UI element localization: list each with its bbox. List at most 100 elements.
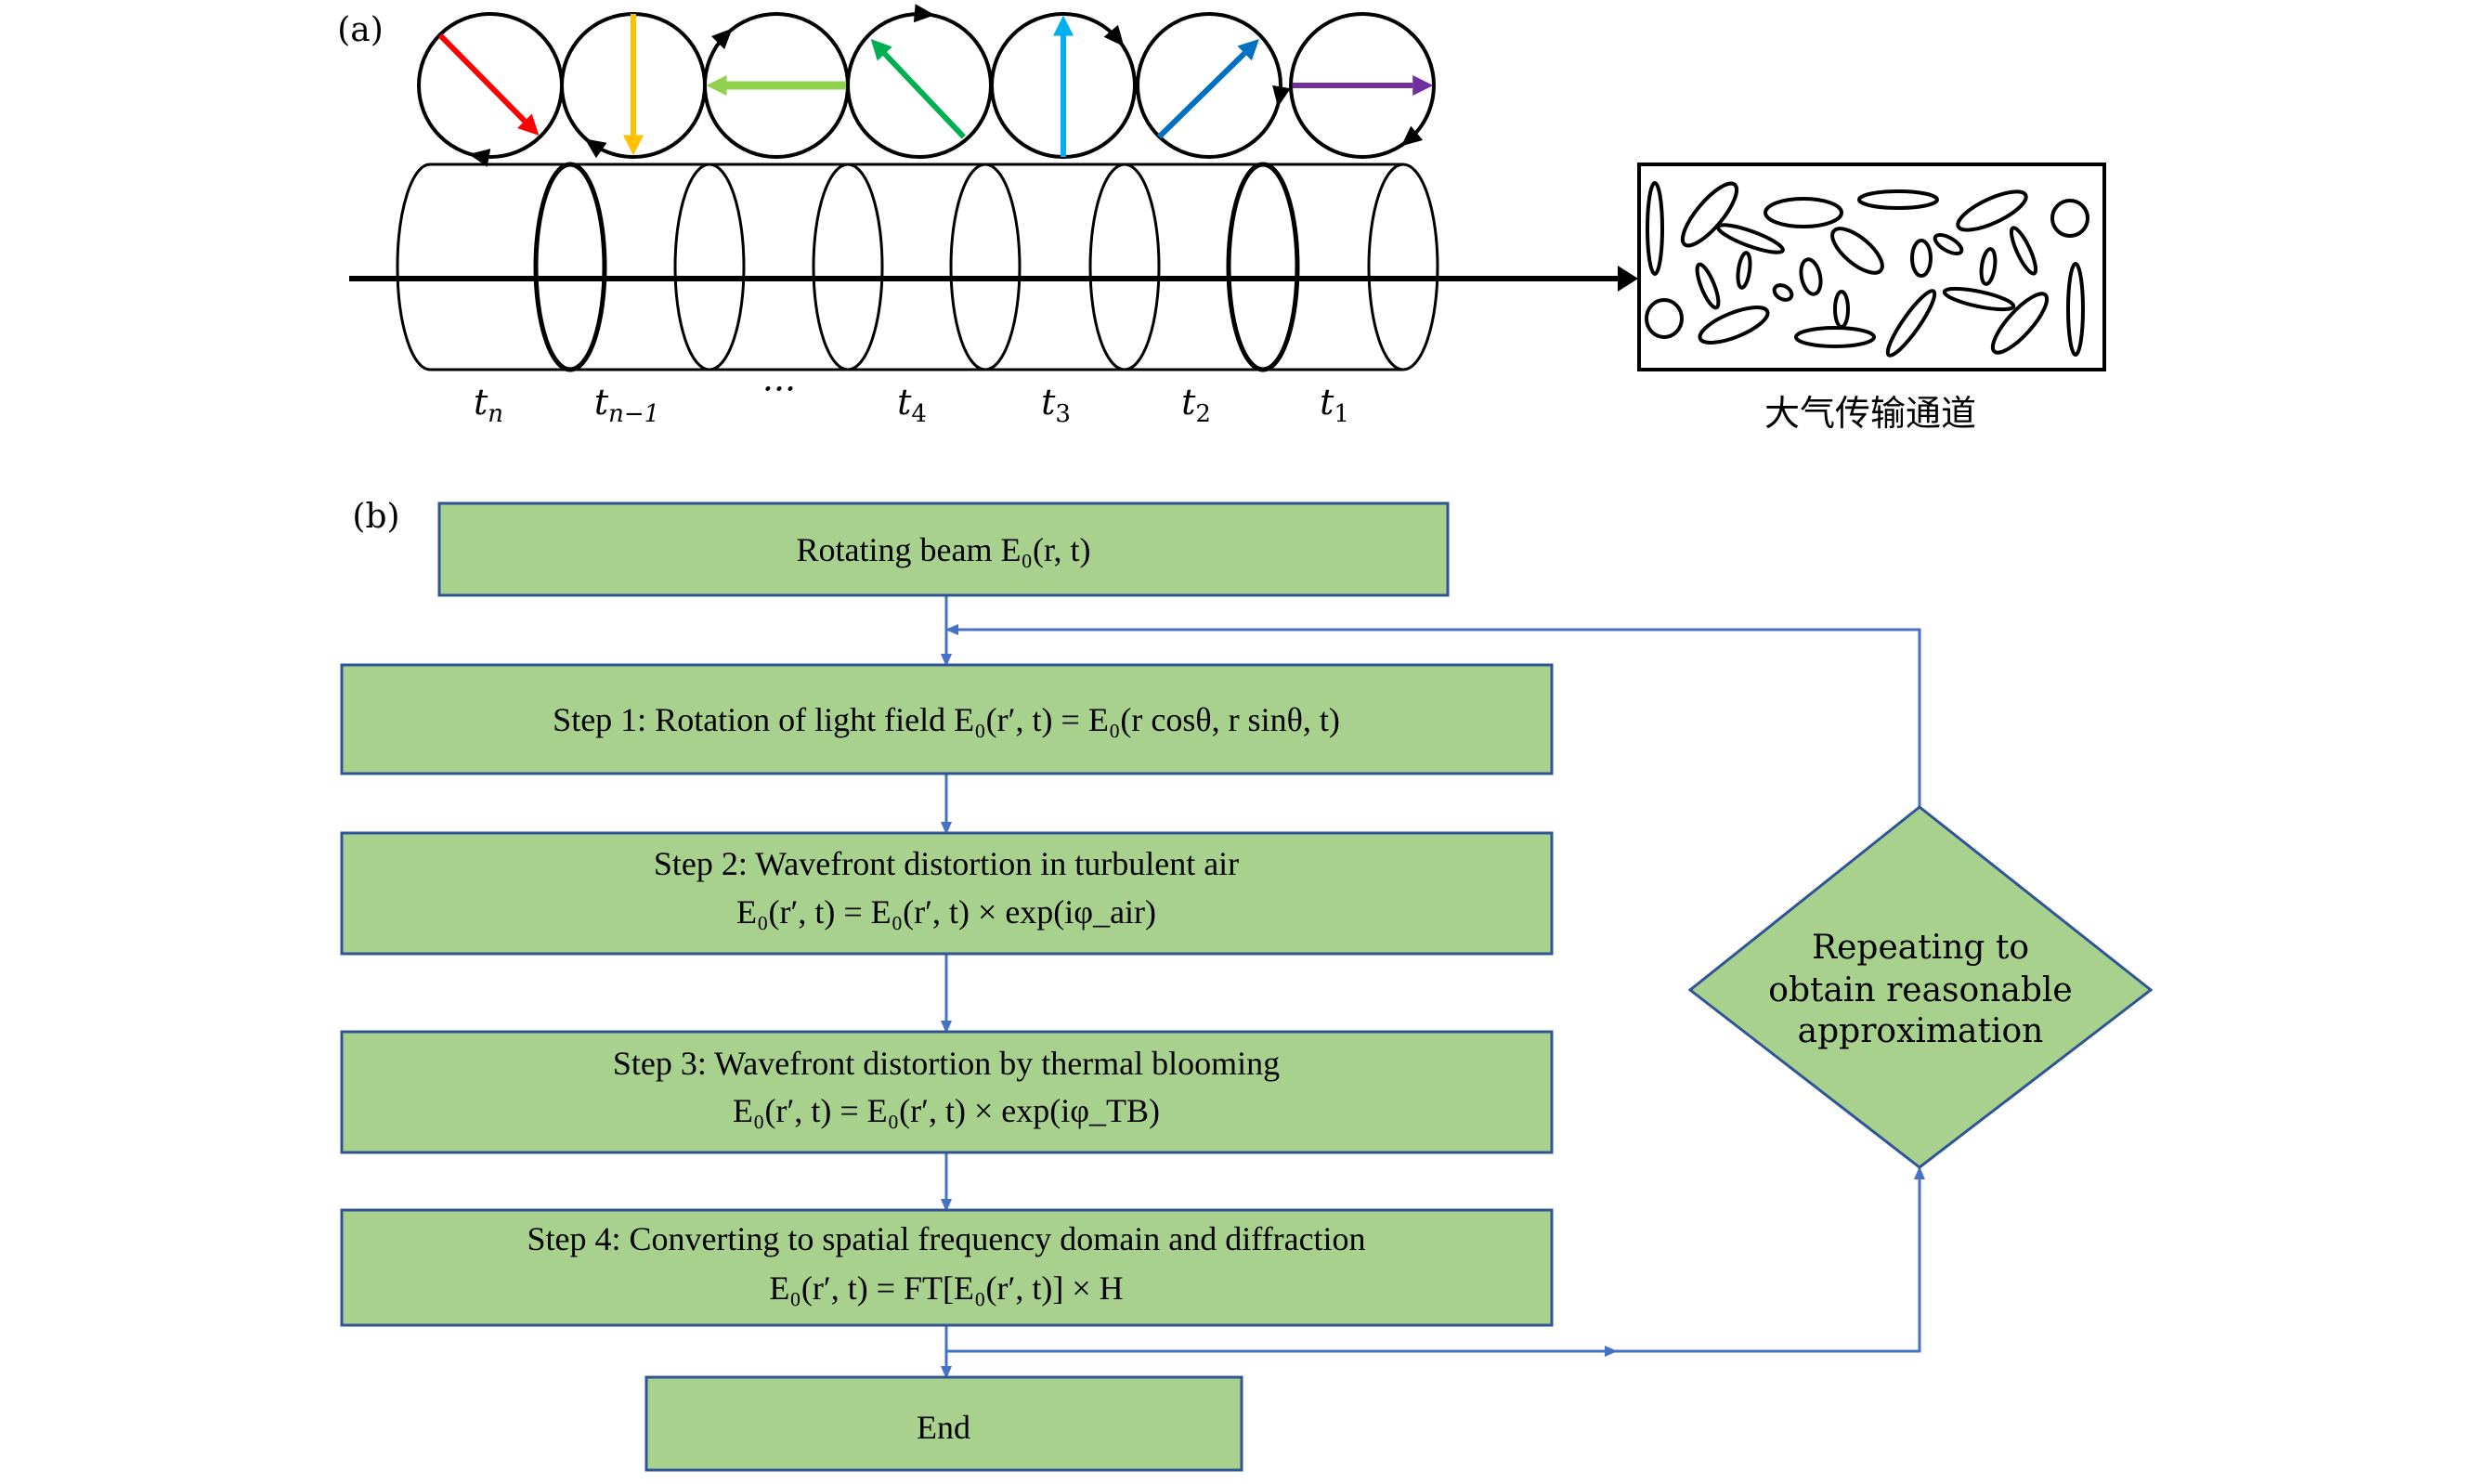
turbulence-eddy	[1956, 189, 2028, 232]
time-label: tn	[474, 382, 503, 428]
step-1-text: Step 1: Rotation of light field E₀(r′, t…	[553, 701, 1340, 738]
turbulence-eddy	[1933, 232, 1964, 256]
step-3-shape	[340, 1030, 1554, 1154]
end-box-shape	[644, 1375, 1243, 1472]
turbulence-eddy	[1885, 289, 1937, 358]
polarization-state-t3	[990, 12, 1137, 159]
step-2-shape	[340, 831, 1554, 956]
turbulence-eddy	[1736, 251, 1752, 290]
cylinder-slice	[812, 163, 884, 371]
polarization-vector-head	[1237, 38, 1259, 61]
polarization-vector-head	[1412, 75, 1434, 96]
time-label: ···	[762, 369, 796, 410]
connector-to-decision-b	[1607, 1166, 1925, 1353]
step-4-formula: E₀(r′, t) = FT[E₀(r′, t)] × H	[769, 1269, 1123, 1307]
time-label: t1	[1320, 382, 1349, 428]
polarization-ring	[846, 12, 993, 159]
turbulence-eddy	[2009, 226, 2038, 276]
decision-line-1: Repeating to	[1812, 929, 2029, 967]
turbulence-eddy	[1830, 227, 1884, 275]
end-box-text: End	[917, 1409, 970, 1446]
panel-b: (b) Rotating beam E₀(r, t) Step 1: Rotat…	[340, 498, 2154, 1472]
polarization-vector	[882, 51, 966, 139]
step-2-title: Step 2: Wavefront distortion in turbulen…	[654, 845, 1239, 882]
turbulence-eddy	[1680, 181, 1739, 248]
rotation-direction-icon	[584, 138, 607, 159]
start-box: Rotating beam E₀(r, t)	[437, 501, 1450, 597]
step-4-box: Step 4: Converting to spatial frequency …	[340, 1208, 1554, 1327]
rotation-direction-icon	[1400, 125, 1424, 147]
polarization-vector-head	[706, 75, 727, 96]
atmosphere-channel	[1637, 163, 2106, 371]
step-3-title: Step 3: Wavefront distortion by thermal …	[613, 1045, 1280, 1082]
turbulence-eddy	[2050, 199, 2089, 238]
cylinder-slice	[673, 163, 746, 371]
cylinder-slices	[533, 162, 1439, 372]
connectors	[941, 595, 1925, 1379]
cylinder-slice	[1226, 162, 1300, 372]
cylinder-slice	[533, 162, 607, 372]
polarization-ring	[1289, 12, 1436, 159]
beam-cylinder	[396, 162, 1439, 372]
panel-b-label: (b)	[352, 498, 399, 536]
channel-label: 大气传输通道	[1764, 393, 1976, 434]
rotation-direction-icon	[1103, 24, 1125, 47]
turbulence-eddy	[1695, 262, 1721, 310]
time-label: tn−1	[594, 382, 659, 428]
end-box: End	[644, 1375, 1243, 1472]
time-label: t2	[1181, 382, 1211, 428]
decision-shape	[1687, 805, 2154, 1169]
rotation-direction-icon	[913, 4, 935, 23]
polarization-state-t2	[1136, 12, 1291, 159]
turbulence-eddy	[1716, 223, 1785, 254]
turbulence-eddy	[1979, 247, 1998, 286]
decision-line-3: approximation	[1798, 1012, 2044, 1050]
step-1-shape	[340, 663, 1554, 775]
polarization-state-t4	[846, 4, 993, 159]
step-2-box: Step 2: Wavefront distortion in turbulen…	[340, 831, 1554, 956]
turbulence-eddy	[1910, 239, 1933, 278]
step-2-formula: E₀(r′, t) = E₀(r′, t) × exp(iφ_air)	[736, 893, 1156, 931]
polarization-vector	[1157, 51, 1247, 139]
panel-a-label: (a)	[337, 11, 384, 49]
start-box-text: Rotating beam E₀(r, t)	[796, 531, 1090, 568]
turbulence-eddy	[1772, 283, 1794, 302]
polarization-vector	[437, 33, 527, 124]
polarization-vector-head	[623, 135, 644, 156]
turbulence-eddy	[1646, 181, 1664, 276]
cylinder-slice	[1367, 163, 1439, 371]
turbulence-eddy	[1799, 257, 1823, 296]
rotation-direction-icon	[710, 28, 733, 50]
panel-a: (a) tn tn−1 ··· t4 t3 t2 t1 大气传输通道	[337, 4, 2106, 434]
polarization-vector-head	[870, 38, 892, 61]
polarization-state-t1	[1289, 12, 1436, 159]
turbulence-eddy	[1857, 189, 1939, 210]
step-1-box: Step 1: Rotation of light field E₀(r′, t…	[340, 663, 1554, 775]
time-label: t4	[897, 382, 927, 428]
polarization-state-tn-1	[560, 12, 707, 159]
step-4-title: Step 4: Converting to spatial frequency …	[527, 1220, 1365, 1257]
step-3-formula: E₀(r′, t) = E₀(r′, t) × exp(iφ_TB)	[733, 1092, 1160, 1129]
polarization-state-tn	[417, 12, 564, 167]
cylinder-slice	[1088, 163, 1161, 371]
polarization-state-ellipsis	[703, 12, 850, 159]
turbulence-eddy	[1698, 306, 1770, 345]
turbulence-eddy	[1942, 286, 2016, 312]
polarization-circles	[417, 4, 1436, 167]
rotation-direction-icon	[468, 149, 491, 167]
time-label: t3	[1041, 382, 1071, 428]
turbulence-eddies	[1645, 181, 2089, 358]
turbulence-eddy	[1764, 197, 1843, 228]
cylinder-left-end	[396, 163, 431, 371]
decision-line-2: obtain reasonable	[1768, 971, 2072, 1009]
connector-feedback-loop	[945, 624, 1921, 807]
polarization-ring	[1136, 12, 1282, 159]
polarization-vector-head	[1053, 15, 1074, 36]
start-box-shape	[437, 501, 1450, 597]
turbulence-eddy	[1645, 298, 1684, 339]
time-labels: tn tn−1 ··· t4 t3 t2 t1	[474, 369, 1349, 428]
rotation-direction-icon	[1272, 85, 1291, 108]
turbulence-eddy	[1794, 326, 1876, 348]
turbulence-eddy	[2066, 262, 2085, 357]
